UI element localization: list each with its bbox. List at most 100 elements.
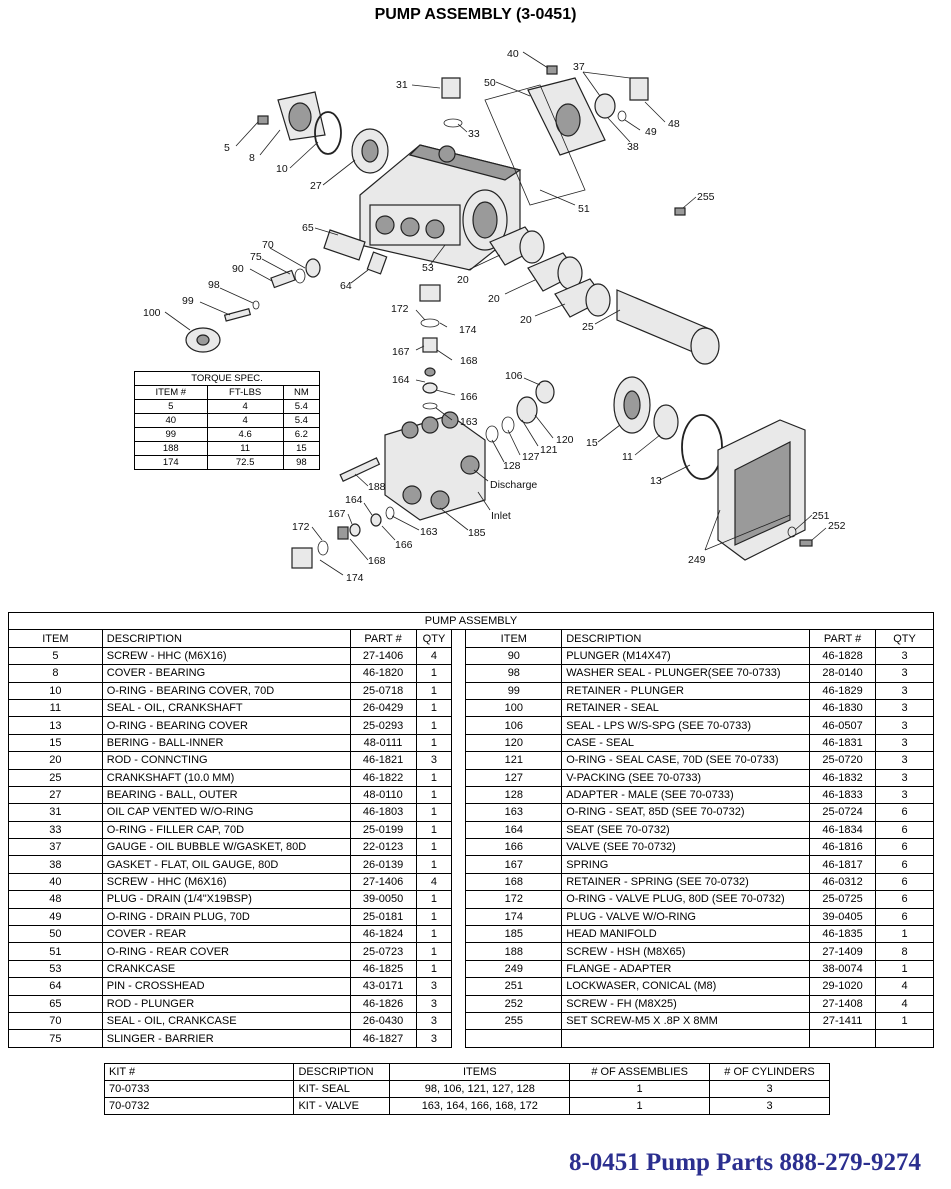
table-cell: 40	[8, 872, 103, 892]
table-cell	[451, 890, 467, 909]
callout-38: 38	[627, 141, 639, 153]
callout-174-bottom: 174	[346, 572, 364, 584]
table-cell	[451, 664, 467, 683]
table-cell	[451, 647, 467, 665]
callout-164-bottom: 164	[345, 494, 363, 506]
table-cell: 65	[8, 994, 103, 1013]
callout-10: 10	[276, 163, 288, 175]
table-cell: SCREW - HHC (M6X16)	[101, 646, 351, 666]
table-cell: CRANKCASE	[101, 959, 351, 979]
table-cell: SEAT (SEE 70-0732)	[561, 820, 811, 840]
column-gap	[451, 629, 467, 648]
table-cell: 6	[875, 855, 934, 874]
callout-25: 25	[582, 321, 594, 333]
torque-cell: 5.4	[282, 413, 321, 428]
table-cell: 6	[875, 820, 934, 840]
table-cell: 163	[465, 803, 563, 822]
table-cell: 51	[8, 942, 103, 961]
table-cell	[561, 1029, 811, 1048]
callout-70: 70	[262, 239, 274, 251]
table-cell: 1	[415, 959, 453, 979]
table-cell: 48-0110	[349, 785, 417, 805]
table-cell: 3	[415, 1011, 453, 1031]
table-cell: 1	[415, 768, 453, 787]
table-cell: 15	[8, 733, 103, 753]
table-cell: COVER - REAR	[101, 925, 351, 944]
table-cell: 46-1825	[349, 959, 417, 979]
table-cell: 46-1803	[349, 803, 417, 822]
table-cell: BEARING - BALL, OUTER	[101, 785, 351, 805]
table-cell: 168	[465, 872, 563, 892]
table-cell	[451, 751, 467, 770]
callout-188: 188	[368, 481, 386, 493]
torque-cell: 4	[206, 413, 284, 428]
table-cell: 27-1408	[809, 994, 877, 1013]
table-cell: 10	[8, 681, 103, 700]
table-cell: 46-1828	[809, 646, 877, 666]
callout-40: 40	[507, 48, 519, 60]
table-cell: 8	[875, 942, 934, 961]
table-cell: 174	[465, 907, 563, 927]
table-cell: 33	[8, 820, 103, 840]
table-cell: 29-1020	[809, 977, 877, 996]
table-cell: 164	[465, 820, 563, 840]
callout-49: 49	[645, 126, 657, 138]
torque-cell: 15	[282, 441, 321, 456]
torque-spec-title: TORQUE SPEC.	[134, 371, 320, 386]
column-header-description: DESCRIPTION	[561, 629, 811, 648]
callout-65: 65	[302, 222, 314, 234]
table-cell: 38-0074	[809, 959, 877, 979]
head-manifold-drawing	[384, 411, 486, 521]
table-cell: 25-0720	[809, 751, 877, 770]
table-cell: V-PACKING (SEE 70-0733)	[561, 768, 811, 787]
column-header-item: ITEM	[465, 629, 563, 648]
torque-cell: 72.5	[206, 455, 284, 470]
callout-8: 8	[249, 152, 255, 164]
callout-53: 53	[422, 262, 434, 274]
table-cell: 3	[415, 994, 453, 1013]
callout-172-top: 172	[391, 303, 409, 315]
table-cell: 38	[8, 855, 103, 874]
table-cell: 46-1816	[809, 838, 877, 857]
callout-164-top: 164	[392, 374, 410, 386]
table-cell: 100	[465, 698, 563, 718]
callout-37: 37	[573, 61, 585, 73]
table-cell: 1	[415, 907, 453, 927]
table-cell	[451, 942, 467, 961]
table-cell: 25-0181	[349, 907, 417, 927]
table-cell: 43-0171	[349, 977, 417, 996]
kit-cell: KIT- SEAL	[293, 1080, 391, 1098]
table-cell: ROD - PLUNGER	[101, 994, 351, 1013]
table-cell	[451, 873, 467, 891]
table-cell: ADAPTER - MALE (SEE 70-0733)	[561, 785, 811, 805]
table-cell: GASKET - FLAT, OIL GAUGE, 80D	[101, 855, 351, 874]
table-cell: FLANGE - ADAPTER	[561, 959, 811, 979]
table-cell: 1	[875, 959, 934, 979]
callout-20-a: 20	[457, 274, 469, 286]
table-cell: 1	[875, 1011, 934, 1031]
table-cell	[451, 786, 467, 804]
table-cell: 49	[8, 907, 103, 927]
table-cell: 39-0405	[809, 907, 877, 927]
table-cell: 6	[875, 890, 934, 909]
table-cell: SEAL - OIL, CRANKSHAFT	[101, 698, 351, 718]
table-cell	[451, 821, 467, 839]
table-cell: 25	[8, 768, 103, 787]
table-cell: 46-1826	[349, 994, 417, 1013]
table-cell: 1	[875, 925, 934, 944]
table-cell: 1	[415, 890, 453, 909]
column-header-item: ITEM	[8, 629, 103, 648]
callout-128: 128	[503, 460, 521, 472]
callout-20-c: 20	[520, 314, 532, 326]
